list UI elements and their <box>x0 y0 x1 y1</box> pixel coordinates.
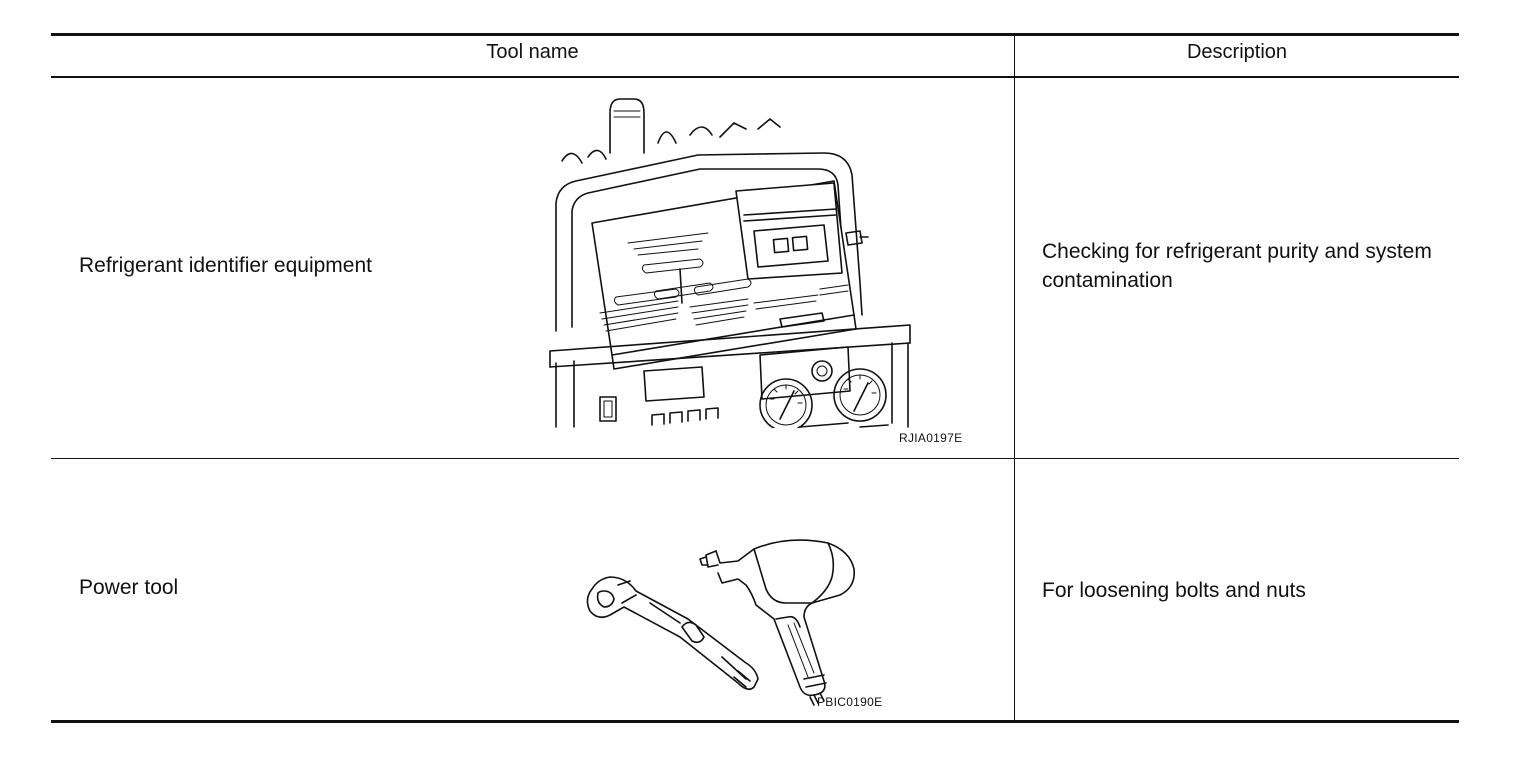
header-rule <box>51 76 1459 78</box>
row2-description: For loosening bolts and nuts <box>1042 579 1306 602</box>
column-divider <box>1014 35 1015 721</box>
power-tool-illustration <box>578 507 878 707</box>
row1-description: Checking for refrigerant purity and syst… <box>1042 240 1432 292</box>
tool-table: Tool name Description Refrigerant identi… <box>51 33 1459 723</box>
table-bottom-rule <box>51 720 1459 723</box>
row2-tool-name: Power tool <box>79 576 179 599</box>
row2-figure-code: PBIC0190E <box>817 695 883 709</box>
header-tool-name: Tool name <box>486 41 579 63</box>
row1-figure-code: RJIA0197E <box>899 431 963 445</box>
table-top-rule <box>51 33 1459 36</box>
refrigerant-identifier-illustration <box>548 93 918 428</box>
row1-tool-name: Refrigerant identifier equipment <box>79 254 372 277</box>
header-description: Description <box>1186 41 1288 63</box>
row-divider <box>51 458 1459 459</box>
